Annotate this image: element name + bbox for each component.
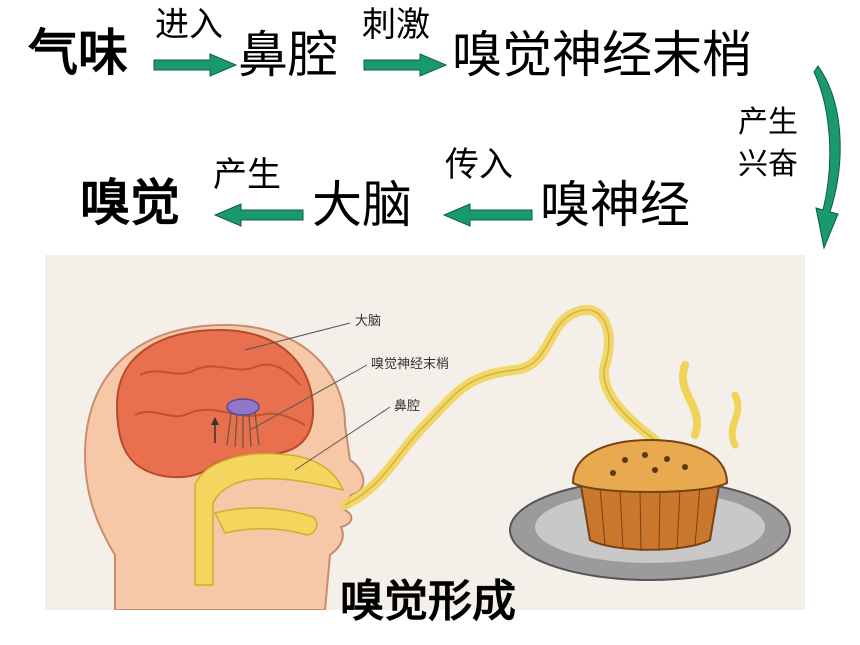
arrow-label-stimulate: 刺激 — [362, 5, 430, 45]
left-arrow-icon — [213, 203, 304, 227]
right-arrow-icon — [153, 53, 238, 77]
node-olfactory-nerve: 嗅神经 — [540, 176, 690, 234]
right-arrow-icon — [363, 53, 448, 77]
left-arrow-icon — [442, 203, 533, 227]
node-smell: 气味 — [28, 23, 128, 82]
brain-shape — [115, 328, 315, 479]
olfaction-illustration: 大脑 嗅觉神经末梢 鼻腔 — [45, 255, 805, 610]
label-nasal-cavity: 鼻腔 — [394, 398, 420, 414]
curved-down-arrow-icon — [813, 65, 841, 250]
caption: 嗅觉形成 — [340, 576, 516, 627]
arrow-label-enter: 进入 — [155, 5, 223, 45]
label-brain: 大脑 — [355, 314, 381, 329]
node-brain: 大脑 — [312, 176, 412, 234]
arrow-label-generate: 产生 — [213, 155, 281, 195]
node-olfaction: 嗅觉 — [80, 173, 180, 232]
side-label-excitement: 兴奋 — [738, 147, 798, 182]
node-olfactory-nerve-endings: 嗅觉神经末梢 — [452, 26, 752, 84]
label-nerve-endings: 嗅觉神经末梢 — [371, 357, 449, 372]
node-nasal-cavity: 鼻腔 — [238, 26, 338, 84]
nerve-endings — [226, 412, 260, 448]
nasal-cavity-shape — [194, 453, 345, 586]
muffin-top — [571, 438, 729, 493]
olfactory-bulb — [226, 398, 260, 416]
side-label-produce: 产生 — [738, 105, 798, 140]
arrow-label-transmit: 传入 — [445, 145, 513, 185]
muffin-base — [578, 479, 722, 551]
